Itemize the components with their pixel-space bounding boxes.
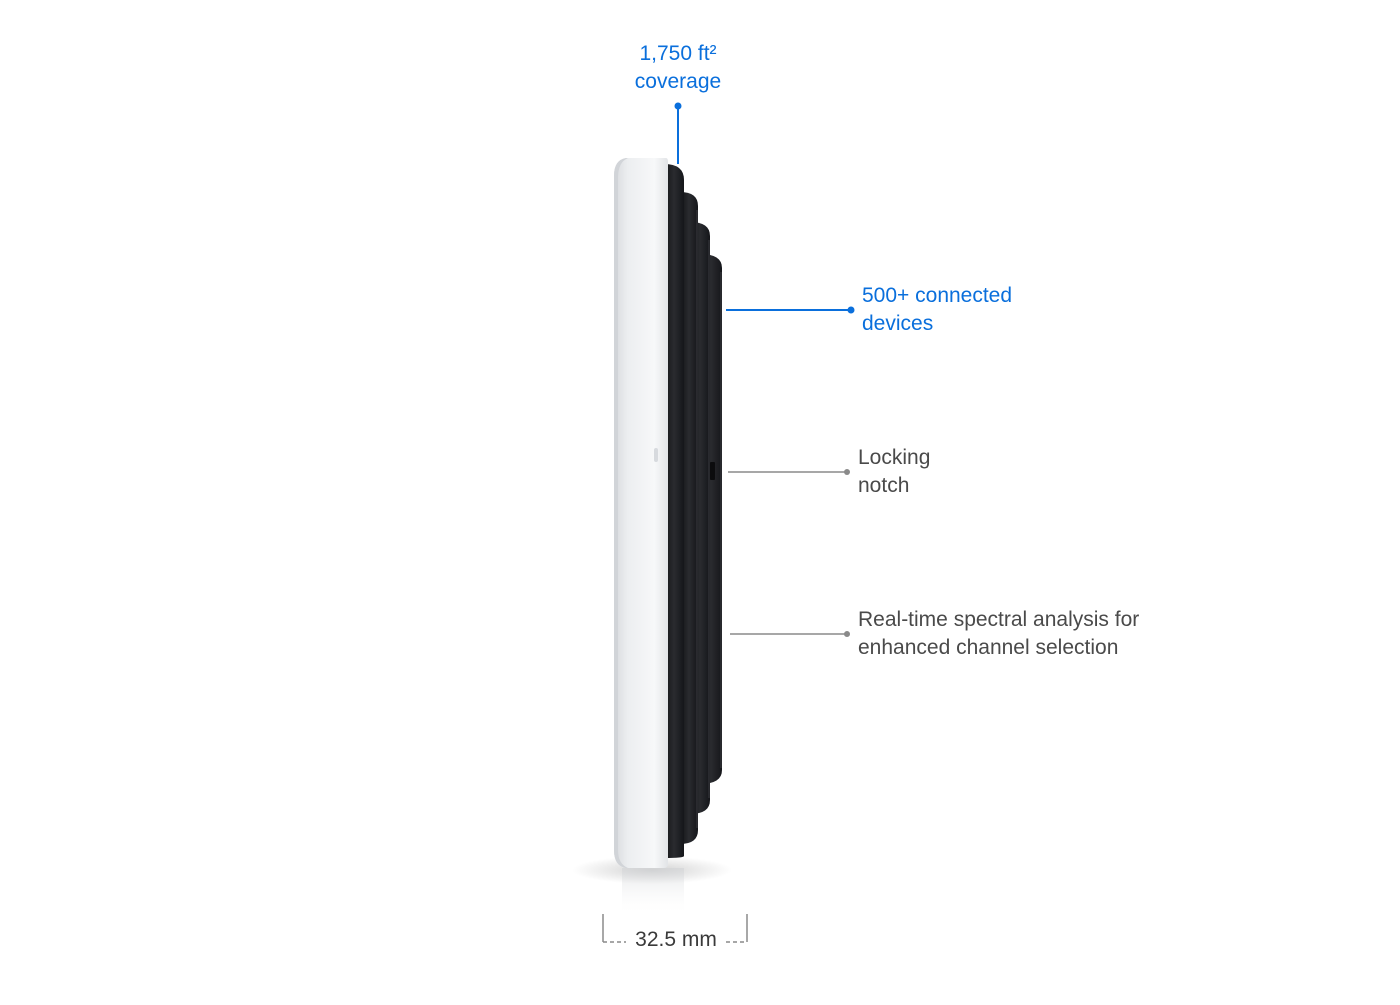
device-body-edge [614,158,668,868]
devices-callout-text: devices [862,312,934,335]
dimension-bracket [602,914,748,943]
coverage-leader-dot [674,102,682,110]
spectral-callout: Real-time spectral analysis for enhanced… [858,606,1139,662]
devices-callout: 500+ connected devices [862,282,1012,338]
devices-callout-value: 500+ connected [862,284,1013,307]
coverage-callout: 1,750 ft² coverage [578,40,778,96]
notch-callout: Locking notch [858,444,930,500]
mount-ring-2 [680,192,698,844]
spectral-leader-dot [844,631,850,637]
coverage-callout-text: coverage [634,70,722,93]
device-face [614,158,628,868]
status-led [654,448,658,462]
locking-notch [710,462,715,480]
thickness-dimension-label: 32.5 mm [626,926,726,954]
notch-leader-dot [844,469,850,475]
spectral-callout-line1: Real-time spectral analysis for [858,608,1140,631]
spectral-callout-line2: enhanced channel selection [858,636,1119,659]
coverage-callout-value: 1,750 ft² [639,42,717,65]
devices-leader-dot [847,306,855,314]
notch-callout-line2: notch [858,474,910,497]
device-reflection [622,868,684,916]
mount-ring-1 [664,164,684,858]
notch-callout-line1: Locking [858,446,931,469]
